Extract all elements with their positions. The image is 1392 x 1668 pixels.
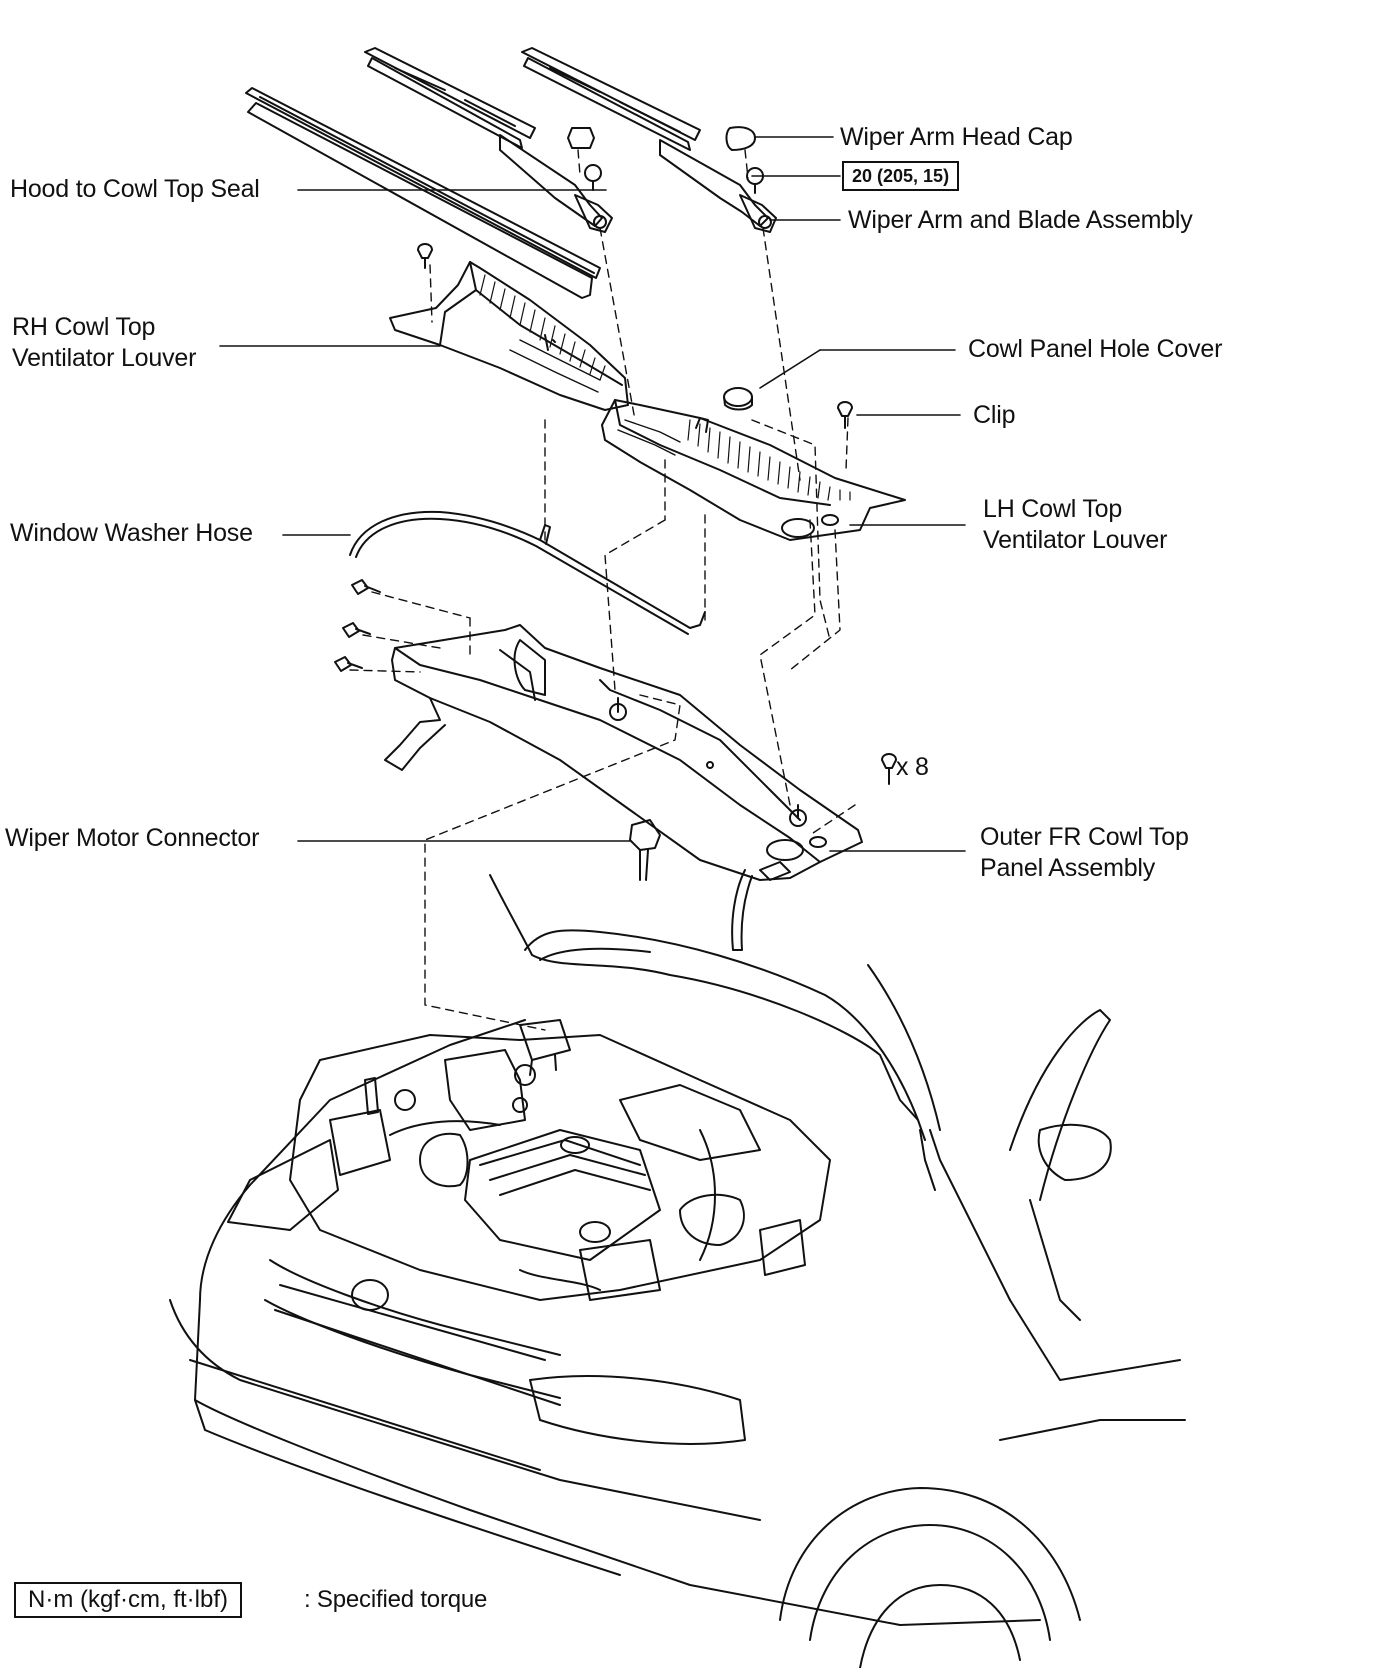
wiper-arm-right-part (522, 48, 776, 232)
label-outer-fr-cowl-panel: Outer FR Cowl Top Panel Assembly (980, 822, 1189, 884)
legend-unit-box: N·m (kgf·cm, ft·lbf) (14, 1582, 242, 1618)
label-rh-louver-line1: RH Cowl Top (12, 313, 156, 341)
label-clip: Clip (973, 401, 1016, 429)
vehicle-body-illustration (170, 875, 1185, 1668)
window-washer-hose-part (350, 512, 705, 634)
label-lh-louver-line1: LH Cowl Top (983, 495, 1123, 523)
bolts-parts (335, 580, 380, 671)
assembly-dashed-lines (350, 150, 855, 1030)
torque-spec-box: 20 (205, 15) (842, 161, 960, 191)
legend-meaning: : Specified torque (304, 1586, 488, 1613)
label-wiper-arm-blade-assembly: Wiper Arm and Blade Assembly (848, 206, 1193, 234)
label-outer-fr-line2: Panel Assembly (980, 854, 1156, 882)
leader-lines (220, 137, 965, 851)
label-rh-louver: RH Cowl Top Ventilator Louver (12, 312, 196, 374)
label-outer-fr-line1: Outer FR Cowl Top (980, 823, 1189, 851)
clips-parts (418, 244, 896, 784)
label-cowl-hole-cover: Cowl Panel Hole Cover (968, 335, 1223, 363)
label-wiper-motor-connector: Wiper Motor Connector (5, 824, 260, 852)
label-window-washer-hose: Window Washer Hose (10, 519, 253, 547)
outer-fr-cowl-panel-part (385, 625, 862, 950)
hood-to-cowl-seal-part (246, 88, 600, 298)
label-lh-louver: LH Cowl Top Ventilator Louver (983, 494, 1167, 556)
wiper-head-caps-and-nuts (568, 127, 763, 193)
cowl-hole-cover-part (724, 388, 752, 410)
label-hood-to-cowl-seal: Hood to Cowl Top Seal (10, 175, 260, 203)
wiper-arm-left-part (365, 48, 612, 232)
label-wiper-arm-head-cap: Wiper Arm Head Cap (840, 123, 1073, 151)
label-rh-louver-line2: Ventilator Louver (12, 344, 197, 372)
label-bolt-quantity: x 8 (896, 753, 929, 781)
lh-louver-part (602, 400, 905, 540)
rh-louver-part (390, 262, 628, 410)
wiper-motor-connector-part (630, 820, 660, 880)
label-lh-louver-line2: Ventilator Louver (983, 526, 1168, 554)
